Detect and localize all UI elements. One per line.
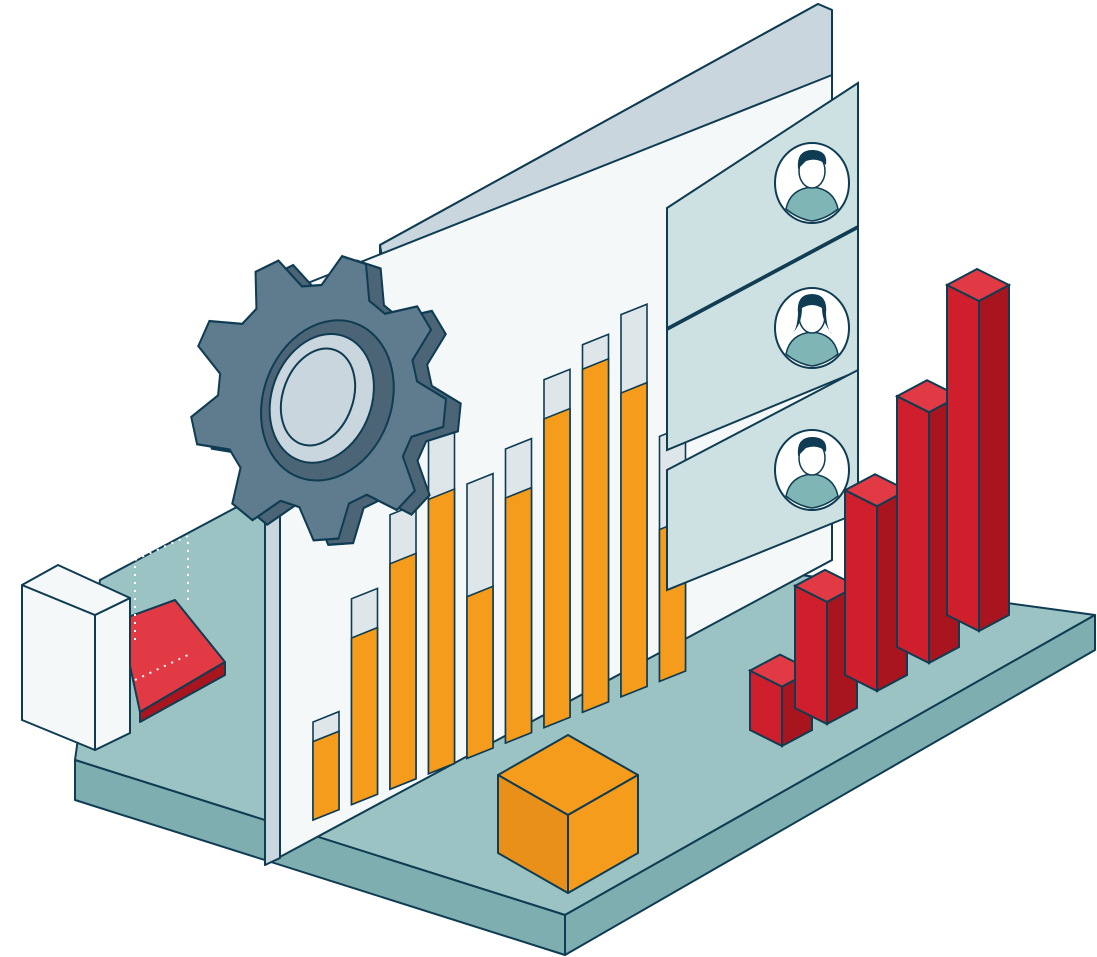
red-bar-top bbox=[944, 267, 1012, 303]
gear-icon bbox=[190, 254, 462, 546]
red-bar-front bbox=[946, 283, 980, 633]
profile-card bbox=[666, 81, 859, 330]
dotted-guides bbox=[134, 534, 189, 681]
man-avatar-icon bbox=[774, 142, 850, 224]
red-bar-side bbox=[978, 283, 1010, 633]
screen-bar-fill bbox=[466, 585, 494, 760]
screen-bar-fill bbox=[581, 357, 610, 714]
screen-bar bbox=[466, 472, 494, 760]
red-bar-chart bbox=[747, 267, 1012, 748]
red-bar bbox=[944, 267, 1012, 633]
screen-bar bbox=[427, 419, 456, 775]
red-bar-front bbox=[844, 488, 878, 693]
profile-cards bbox=[666, 81, 859, 592]
screen-bar-fill bbox=[312, 730, 340, 822]
red-tray-side bbox=[139, 661, 226, 723]
woman-avatar-icon bbox=[774, 287, 850, 369]
screen-bar bbox=[389, 503, 417, 791]
screen-bar bbox=[543, 368, 571, 729]
orange-cube-right bbox=[567, 774, 639, 894]
gear-hub-inner bbox=[279, 347, 357, 447]
profile-card bbox=[666, 226, 859, 452]
orange-cube bbox=[497, 734, 639, 894]
screen-bar-fill bbox=[543, 407, 571, 729]
red-bar-front bbox=[896, 394, 930, 665]
server-unit bbox=[21, 564, 226, 751]
screen-bar-fill bbox=[427, 487, 456, 775]
screen-bar-fill bbox=[620, 381, 648, 698]
screen-bar-chart bbox=[312, 303, 687, 822]
server-box-side bbox=[94, 597, 131, 751]
screen-bar-fill bbox=[350, 626, 379, 806]
screen-bar bbox=[312, 710, 340, 822]
red-bar-front bbox=[794, 584, 828, 726]
screen-bar bbox=[504, 437, 533, 745]
screen-bar bbox=[350, 587, 379, 806]
man-avatar-icon bbox=[774, 429, 850, 511]
screen-bar bbox=[581, 333, 610, 714]
server-box-top bbox=[21, 564, 131, 616]
platform-front-right bbox=[564, 614, 1096, 956]
profile-card bbox=[666, 368, 859, 592]
screen-bar-fill bbox=[504, 486, 533, 745]
screen-bar bbox=[620, 303, 648, 698]
screen-bar-fill bbox=[389, 552, 417, 791]
